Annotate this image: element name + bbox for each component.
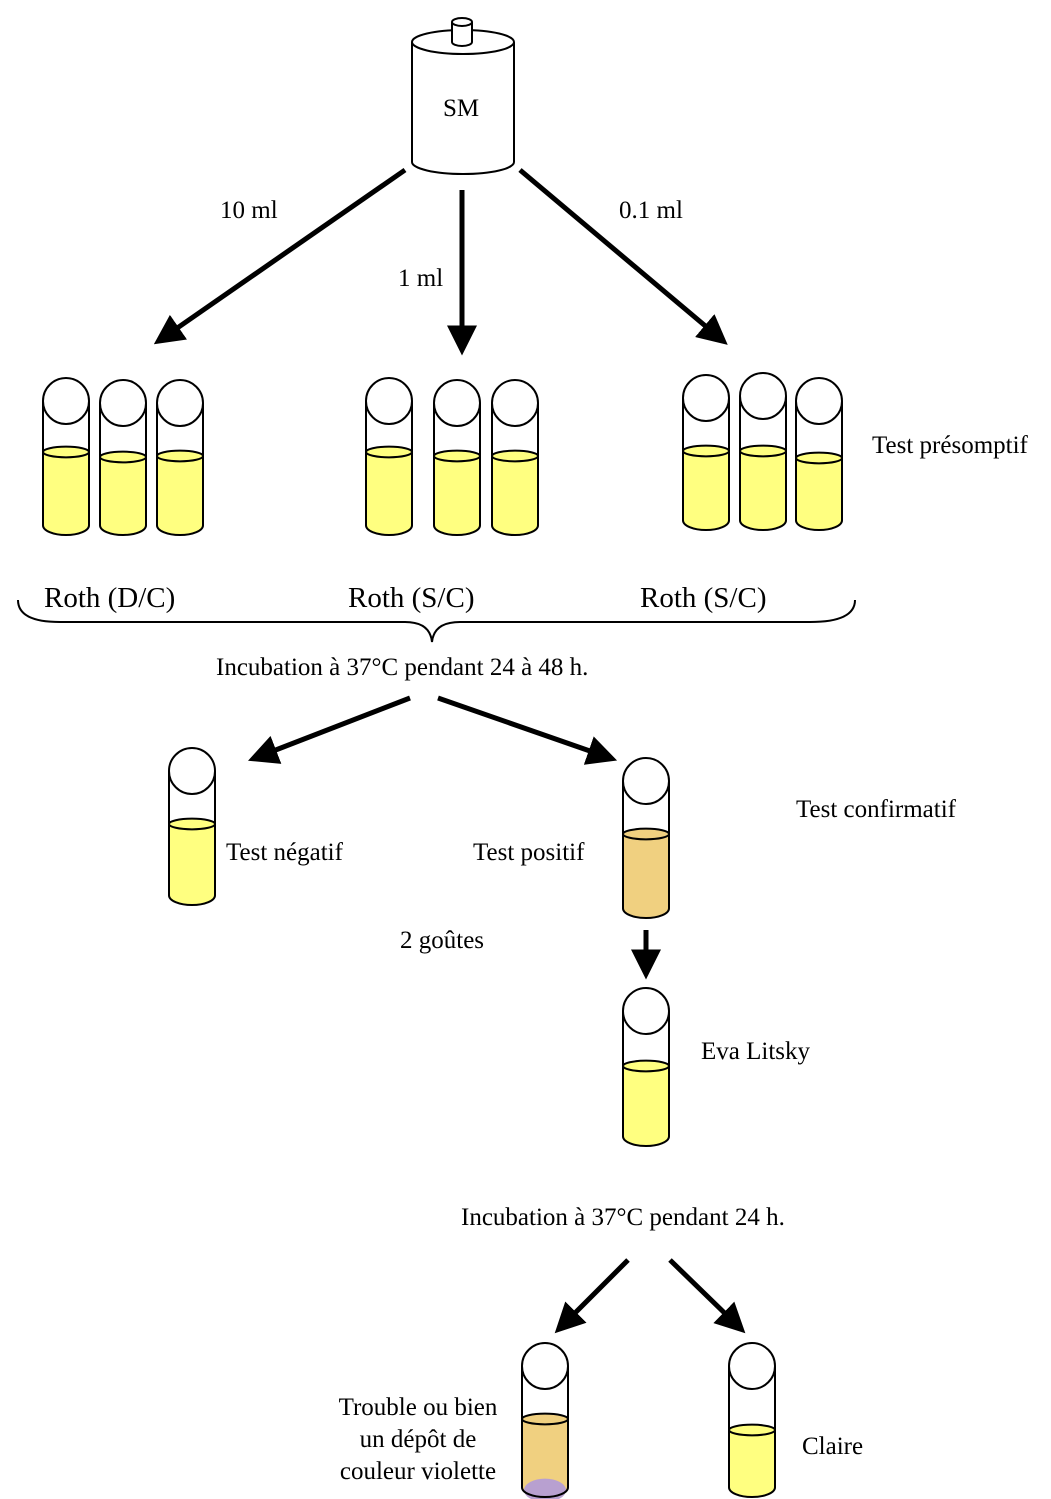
positive-test-tube (622, 757, 670, 919)
result-tubes (168, 747, 776, 1499)
tube-10ml-1 (42, 377, 90, 536)
tube-1ml-1 (365, 377, 413, 536)
turbid-result-tube (521, 1342, 569, 1499)
tube-01ml-1 (682, 374, 730, 531)
source-vessel-label: SM (443, 95, 480, 122)
tube-10ml-3 (156, 379, 204, 536)
turbid-result-line-2: un dépôt de (359, 1426, 477, 1453)
eva-litsky-tube (622, 987, 670, 1147)
turbid-result-line-1: Trouble ou bien (338, 1394, 498, 1421)
volume-label-center: 1 ml (398, 265, 444, 292)
volume-label-right: 0.1 ml (619, 197, 683, 224)
clear-result-tube (728, 1342, 776, 1498)
eva-litsky-label: Eva Litsky (701, 1038, 811, 1065)
volume-label-left: 10 ml (220, 197, 278, 224)
presumptive-test-label: Test présomptif (872, 432, 1028, 459)
arrow-10ml (153, 167, 407, 345)
incubation-label-second: Incubation à 37°C pendant 24 h. (461, 1204, 785, 1231)
arrow-to-turbid (554, 1258, 630, 1334)
arrow-to-clear (668, 1258, 746, 1334)
arrow-01ml (518, 168, 728, 345)
tube-10ml-2 (99, 379, 147, 536)
tube-1ml-3 (491, 379, 539, 536)
negative-test-tube (168, 747, 216, 906)
incubation-label-first: Incubation à 37°C pendant 24 à 48 h. (216, 654, 589, 681)
drops-label: 2 goûtes (400, 927, 485, 954)
arrow-to-positive (437, 695, 618, 765)
turbid-result-label: Trouble ou bien un dépôt de couleur viol… (322, 1392, 514, 1488)
tube-01ml-3 (795, 377, 843, 531)
group-brace (17, 599, 856, 643)
turbid-result-line-3: couleur violette (339, 1458, 497, 1485)
presumptive-tubes (42, 372, 843, 536)
negative-test-label: Test négatif (226, 839, 343, 866)
group-label-center: Roth (S/C) (348, 582, 475, 614)
group-label-left: Roth (D/C) (44, 582, 176, 614)
positive-test-label: Test positif (473, 839, 585, 866)
confirmative-test-label: Test confirmatif (796, 796, 956, 823)
clear-result-label: Claire (802, 1433, 864, 1460)
tube-1ml-2 (433, 379, 481, 536)
tube-01ml-2 (739, 372, 787, 531)
group-label-right: Roth (S/C) (640, 582, 767, 614)
source-vessel-icon (411, 17, 515, 175)
arrow-to-negative (248, 695, 411, 764)
